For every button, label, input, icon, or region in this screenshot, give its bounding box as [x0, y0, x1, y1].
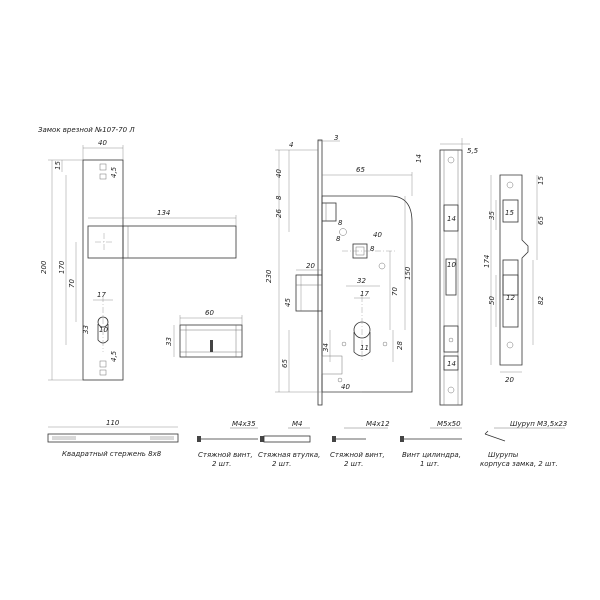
handle-dim-70: 70 [68, 279, 76, 288]
handle-view [48, 145, 237, 381]
handle-dim-4-5-bot: 4,5 [110, 350, 118, 362]
lock-dim-40-bot: 40 [341, 383, 350, 391]
faceplate-dim-14-slot: 14 [447, 215, 456, 223]
handle-dim-17: 17 [97, 291, 106, 299]
strike-dim-82: 82 [537, 296, 545, 305]
faceplate-dim-14-bot: 14 [447, 360, 456, 368]
screw-m5x50-caption1: Винт цилиндра, [402, 451, 461, 459]
faceplate-dim-10: 10 [447, 261, 456, 269]
handle-dim-170: 170 [58, 260, 66, 274]
handle-dim-200: 200 [40, 260, 48, 274]
sleeve-m4-spec: M4 [292, 420, 303, 428]
lock-dim-8b: 8 [338, 219, 343, 227]
strike-plate-view [490, 174, 538, 373]
lock-dim-8c: 8 [336, 235, 341, 243]
sleeve-m4-caption1: Стяжная втулка, [258, 451, 320, 459]
lock-body-view [275, 139, 413, 406]
faceplate-dim-5-5: 5,5 [467, 147, 479, 155]
screw-m5x50 [400, 427, 462, 442]
rod-caption: Квадратный стержень 8x8 [62, 450, 162, 458]
screw-m4x12 [332, 427, 388, 442]
lock-dim-4: 4 [289, 141, 293, 149]
lock-dim-65-bot: 65 [281, 359, 289, 368]
lock-dim-17: 17 [360, 290, 369, 298]
sleeve-m4-caption2: 2 шт. [272, 460, 291, 468]
lock-dim-40-top: 40 [275, 169, 283, 178]
wood-screw-caption1: Шурупы [488, 451, 519, 459]
lock-dim-26: 26 [275, 209, 283, 218]
rod-length: 110 [106, 419, 120, 427]
screw-m4x12-caption2: 2 шт. [344, 460, 363, 468]
lock-dim-230: 230 [265, 269, 273, 283]
lock-dim-65: 65 [356, 166, 365, 174]
strike-dim-50: 50 [488, 296, 496, 305]
strike-dim-174: 174 [483, 255, 491, 268]
handle-dim-40: 40 [98, 139, 107, 147]
handle-dim-134: 134 [157, 209, 170, 217]
lock-dim-20: 20 [306, 262, 315, 270]
screw-m4x12-spec: M4x12 [366, 420, 390, 428]
wood-screw-caption2: корпуса замка, 2 шт. [480, 460, 558, 468]
lock-dim-70: 70 [391, 287, 399, 296]
sleeve-m4 [260, 427, 311, 443]
wood-screw-spec: Шуруп M3,5x23 [510, 420, 567, 428]
screw-m4x12-caption1: Стяжной винт, [330, 451, 385, 459]
faceplate-dim-14-top: 14 [415, 154, 423, 163]
lock-dim-40-mid: 40 [373, 231, 382, 239]
lock-dim-8d: 8 [370, 245, 375, 253]
screw-m4x35-caption1: Стяжной винт, [198, 451, 253, 459]
wood-screw [484, 427, 565, 442]
handle-dim-33: 33 [82, 325, 90, 334]
strike-dim-65: 65 [537, 216, 545, 225]
strike-dim-15-slot: 15 [505, 209, 514, 217]
lock-dim-150: 150 [404, 266, 412, 280]
cylinder-dim-60: 60 [205, 309, 214, 317]
handle-dim-15: 15 [54, 161, 62, 170]
lock-dim-3: 3 [334, 134, 338, 142]
cylinder-dim-33: 33 [165, 337, 173, 346]
strike-dim-35: 35 [488, 211, 496, 220]
drawing-title: Замок врезной №107-70 Л [38, 126, 135, 134]
lock-dim-8a: 8 [275, 195, 283, 200]
lock-dim-45: 45 [284, 298, 292, 307]
cylinder-view [173, 315, 243, 358]
lock-dim-11: 11 [360, 344, 369, 352]
lock-dim-28: 28 [396, 341, 404, 350]
strike-dim-15: 15 [537, 176, 545, 185]
screw-m4x35-spec: M4x35 [232, 420, 256, 428]
strike-dim-20: 20 [505, 376, 514, 384]
screw-m4x35-caption2: 2 шт. [212, 460, 231, 468]
screw-m5x50-spec: M5x50 [437, 420, 461, 428]
lock-dim-32: 32 [357, 277, 366, 285]
rod-item [47, 426, 179, 443]
faceplate-view [439, 138, 470, 406]
screw-m4x35 [197, 427, 258, 442]
screw-m5x50-caption2: 1 шт. [420, 460, 439, 468]
lock-dim-34: 34 [322, 343, 330, 352]
strike-dim-12: 12 [506, 294, 515, 302]
handle-dim-10: 10 [99, 326, 108, 334]
handle-dim-4-5-top: 4,5 [110, 166, 118, 178]
